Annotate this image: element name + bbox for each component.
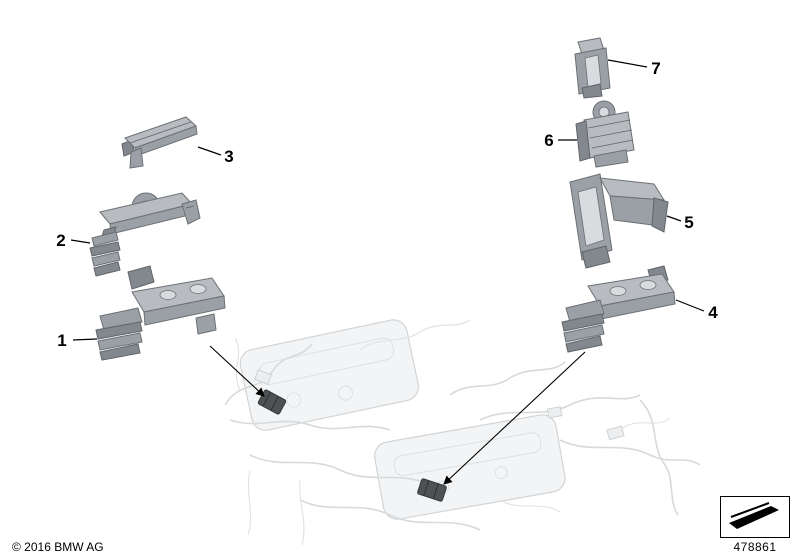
leader-line-2 [70, 239, 91, 244]
copyright-text: © 2016 BMW AG [12, 540, 104, 554]
diagram-stamp: 478861 [718, 496, 792, 554]
diagram-number: 478861 [733, 540, 777, 554]
leader-line-3 [197, 146, 222, 156]
part-illustration-7 [574, 37, 611, 99]
leader-line-5 [666, 215, 682, 222]
callout-5[interactable]: 5 [684, 213, 693, 232]
part-illustration-4 [561, 265, 676, 353]
leader-line-1 [72, 338, 98, 341]
stamp-box [720, 496, 790, 538]
part-illustration-2 [89, 192, 201, 277]
callout-7[interactable]: 7 [651, 59, 660, 78]
callout-6[interactable]: 6 [544, 131, 553, 150]
callout-4[interactable]: 4 [708, 303, 718, 322]
location-arrow-1 [209, 345, 265, 397]
part-illustration-1 [95, 265, 226, 361]
engine-harness-ghost [224, 319, 701, 546]
part-illustration-3 [121, 116, 198, 169]
callout-1[interactable]: 1 [57, 331, 66, 350]
highlighted-connector-b [417, 478, 447, 502]
leader-line-4 [675, 299, 705, 312]
part-illustration-6 [575, 100, 635, 168]
location-arrow-4 [443, 351, 586, 485]
leader-line-7 [607, 59, 648, 68]
callout-3[interactable]: 3 [224, 147, 233, 166]
highlighted-connector-a [257, 389, 287, 415]
callout-2[interactable]: 2 [56, 231, 65, 250]
wedge-bracket-icon [729, 502, 779, 529]
part-illustration-5 [569, 173, 669, 269]
